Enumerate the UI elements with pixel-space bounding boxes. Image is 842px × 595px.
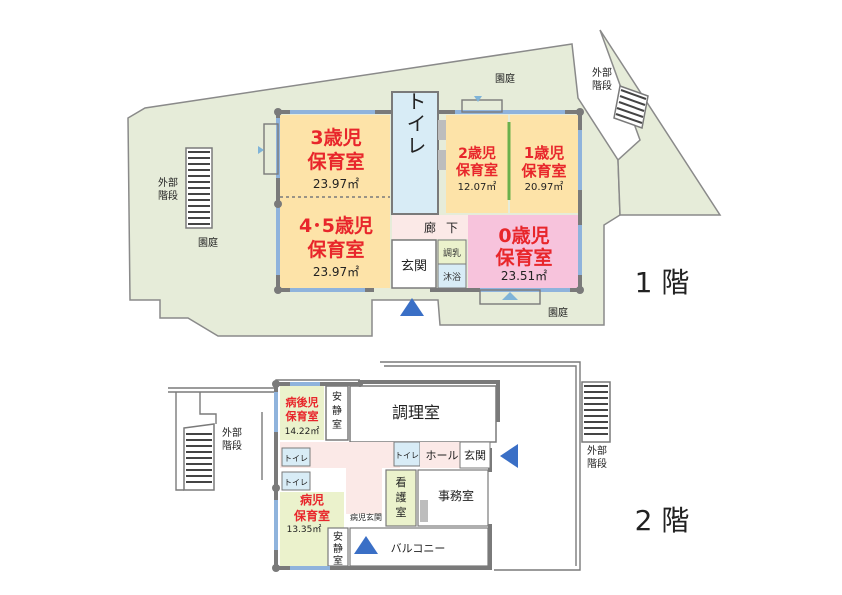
stairs-right-1f-l1: 外部 [592,66,612,79]
room-nursing-c3: 室 [396,505,407,519]
room-hall-name: ホール [426,449,459,462]
room-age45-area: 23.97㎡ [313,265,359,279]
room-corridor-name2: 下 [446,221,458,235]
stairs-right-2f-l2: 階段 [587,457,607,470]
entry-marker-sick-2f [354,536,378,554]
room-age3 [280,115,390,197]
stairs-left-2f-l2: 階段 [222,439,242,452]
room-toilet-a [281,447,311,467]
room-entrance-2f-name: 玄関 [464,448,486,462]
room-age45-name2: 保育室 [306,238,364,261]
stairs-left-2f [183,392,263,491]
room-bath-name: 沐浴 [443,271,461,283]
room-age1 [510,115,578,213]
stairs-left-1f-l1: 外部 [158,176,178,189]
room-age0-name1: 0歳児 [498,225,549,247]
entry-marker-main-2f [500,444,518,468]
room-age1-name1: 1歳児 [524,144,564,162]
room-nursing-c1: 看 [396,475,407,489]
entry-marker-left-1f [258,146,264,154]
stairs-right-1f [613,84,649,130]
entry-marker-bottom-1f [502,292,518,300]
fixture-1 [438,120,446,140]
room-toilet-a-name: トイレ [284,454,308,463]
garden-left-label: 園庭 [198,236,218,249]
room-entrance-1f [391,239,437,289]
room-sick-after-name2: 保育室 [285,409,319,423]
room-sick-area: 13.35㎡ [287,524,322,535]
room-corridor-2f-b [346,468,382,514]
room-kitchen-name: 調理室 [392,403,440,422]
floor1-plan [127,29,722,337]
garden-top-label: 園庭 [495,72,515,85]
room-nursing-c2: 護 [396,490,407,504]
room-corridor-1f [392,215,468,239]
stairs-right-2f [581,381,611,443]
room-hall [420,442,460,468]
room-sick-name1: 病児 [300,492,324,507]
room-age2 [446,115,508,213]
room-nursing [385,469,417,527]
entry-marker-top-1f [474,96,482,102]
room-toilet-1f [391,91,439,215]
room-age0 [468,215,578,288]
room-office-name: 事務室 [438,488,474,503]
room-sick-after-area: 14.22㎡ [285,426,320,437]
room-age3-name2: 保育室 [306,150,364,173]
room-age3-area: 23.97㎡ [313,177,359,191]
stairs-right-2f-l1: 外部 [587,444,607,457]
floor1-label: 1 階 [635,266,690,299]
room-age2-name1: 2歳児 [458,145,496,162]
room-corridor-name1: 廊 [424,220,436,235]
room-sick-after [280,386,324,440]
room-rest-top-c1: 安 [332,390,342,403]
room-rest-bottom [327,527,349,567]
room-age45-name1: 4･5歳児 [299,215,373,237]
room-kitchen [349,385,497,443]
room-sick-entrance-name: 病児玄関 [350,512,382,522]
stairs-left-1f-l2: 階段 [158,189,178,202]
room-rest-bottom-c1: 安 [333,530,343,543]
room-rest-top-c3: 室 [332,418,342,431]
room-bath [437,263,467,289]
room-milk-name: 調乳 [443,247,461,259]
room-toilet-c [393,441,421,467]
room-toilet-b-name: トイレ [284,478,308,487]
floor2-plan [168,361,611,572]
room-age2-area: 12.07㎡ [458,181,497,193]
room-rest-top-c2: 静 [332,404,342,417]
room-balcony-name: バルコニー [391,542,446,555]
room-age0-area: 23.51㎡ [501,269,547,283]
room-sick-after-name1: 病後児 [286,395,319,409]
room-age2-name2: 保育室 [455,162,498,179]
fixture-2f [420,500,428,522]
fixture-2 [438,150,446,170]
room-age1-name2: 保育室 [520,162,566,180]
stairs-left-2f-l1: 外部 [222,426,242,439]
room-age3-name1: 3歳児 [310,127,361,149]
room-office [417,469,489,527]
room-rest-bottom-c3: 室 [333,554,343,567]
room-toilet-b [281,471,311,491]
room-age1-area: 20.97㎡ [525,181,564,193]
room-toilet-1f-name: トイレ [403,91,427,157]
stairs-left-1f [185,147,213,229]
room-sick-name2: 保育室 [293,508,330,523]
room-entrance-1f-name: 玄関 [401,259,427,274]
entry-marker-main-1f [400,298,424,316]
room-rest-bottom-c2: 静 [333,542,343,555]
window-bands-2f [274,382,330,570]
room-age0-name2: 保育室 [494,246,552,269]
garden-bottom-label: 園庭 [548,306,568,319]
floor2-label: 2 階 [635,504,690,537]
room-entrance-2f [459,441,491,469]
room-age45 [280,197,390,288]
room-toilet-c-name: トイレ [395,451,419,460]
room-rest-top [325,385,349,441]
stairs-right-1f-l2: 階段 [592,79,612,92]
